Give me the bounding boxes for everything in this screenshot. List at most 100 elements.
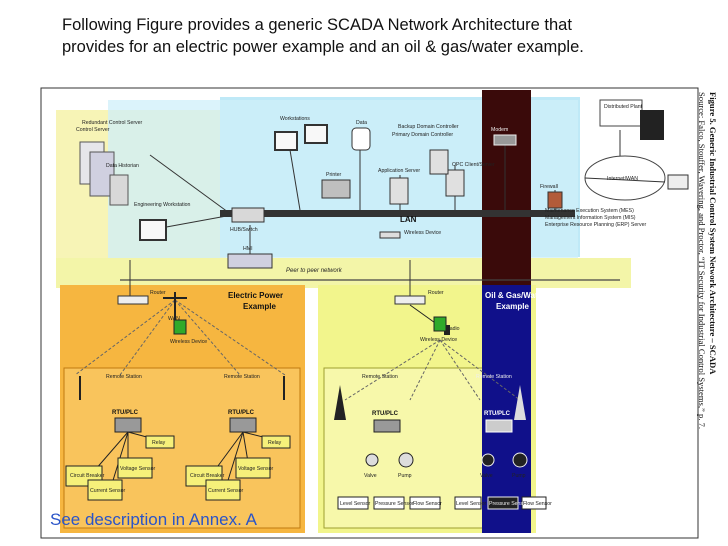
caption-source: Source: Falco, Stouffer, Wavering, and P…: [697, 92, 707, 430]
level-sensor-left-box: [337, 496, 369, 510]
label-distributed-plant: Distributed Plant: [604, 104, 643, 110]
distributed-plant-box: [599, 99, 643, 127]
label-legend-1: Maintenance Execution System (MES): [545, 208, 634, 214]
tower-right-icon: [514, 385, 526, 420]
tower-left-icon: [334, 385, 346, 420]
label-oil-gas-title-2: Example: [496, 302, 529, 311]
label-radio: Radio: [446, 326, 460, 332]
label-remote-station-3: Remote Station: [362, 374, 398, 380]
hmi-icon: [227, 253, 273, 269]
voltage-sensor-left-box: [117, 457, 153, 479]
label-opc-server: OPC Client/Server: [452, 162, 495, 168]
modem-column: [482, 90, 531, 290]
label-valve-2: Valve: [480, 473, 493, 479]
annex-link[interactable]: See description in Annex. A: [50, 510, 257, 529]
pressure-sensor-left-box: [373, 496, 405, 510]
router-right-icon: [394, 295, 426, 305]
label-rtu-plc-1: RTU/PLC: [112, 410, 139, 416]
wireless-device-icon: [379, 231, 401, 239]
printer-icon: [321, 179, 351, 199]
hub-switch-device: [231, 207, 265, 223]
heading-line-1: Following Figure provides a generic SCAD…: [62, 16, 572, 34]
label-voltage-sensor-2: Voltage Sensor: [238, 466, 273, 472]
label-pump-2: Pump: [512, 473, 526, 479]
label-app-server: Application Server: [378, 168, 420, 174]
label-remote-station-2: Remote Station: [224, 374, 260, 380]
router-left-icon: [117, 295, 149, 305]
label-rtu-plc-3: RTU/PLC: [372, 411, 399, 417]
valve-right-icon: [481, 453, 495, 467]
pump-right-icon: [512, 452, 528, 468]
label-modem: Modem: [491, 127, 508, 133]
remote-laptop-icon: [667, 174, 689, 190]
label-pump-1: Pump: [398, 473, 412, 479]
label-electric-title-2: Example: [243, 302, 276, 311]
pressure-sensor-right-box: [487, 496, 519, 510]
rtu-plc-right2-icon: [485, 419, 513, 433]
label-workstations: Workstations: [280, 116, 310, 122]
label-current-sensor-2: Current Sensor: [208, 488, 243, 494]
label-relay-2: Relay: [268, 440, 282, 446]
label-rtu-plc-2: RTU/PLC: [228, 410, 255, 416]
data-historian-icon: [109, 174, 129, 206]
label-flow-sensor-1: Flow Sensor: [413, 501, 442, 507]
label-router-right: Router: [428, 290, 444, 296]
label-legend-3: Enterprise Resource Planning (ERP) Serve…: [545, 222, 646, 228]
slide-heading: Following Figure provides a generic SCAD…: [62, 14, 682, 58]
label-router-left: Router: [150, 290, 166, 296]
label-electric-title-1: Electric Power: [228, 291, 283, 300]
engineering-workstation-icon: [139, 219, 167, 241]
label-pressure-sensor-1: Pressure Sensor: [375, 501, 414, 507]
label-control-server: Control Server: [76, 127, 110, 133]
label-data-historian: Data Historian: [106, 163, 139, 169]
label-level-sensor-1: Level Sensor: [340, 501, 371, 507]
current-sensor-left-box: [87, 479, 123, 501]
label-oil-gas-title-1: Oil & Gas/Water: [485, 291, 545, 300]
label-current-sensor-1: Current Sensor: [90, 488, 125, 494]
remote-access-icon: [640, 110, 664, 140]
workstation-2-icon: [304, 124, 328, 144]
label-primary-dc: Primary Domain Controller: [392, 132, 453, 138]
label-engineering-workstation: Engineering Workstation: [134, 202, 191, 208]
flow-sensor-left-box: [409, 496, 441, 510]
label-lan: LAN: [400, 215, 417, 224]
label-level-sensor-2: Level Sensor: [456, 501, 487, 507]
valve-left-icon: [365, 453, 379, 467]
label-wireless-device: Wireless Device: [404, 230, 441, 236]
radio-icon: [444, 325, 450, 335]
label-remote-station-4: Remote Station: [476, 374, 512, 380]
caption-figure-title: Figure 5. Generic Industrial Control Sys…: [708, 92, 718, 375]
label-pressure-sensor-2: Pressure Sensor: [489, 501, 528, 507]
heading-line-2: provides for an electric power example a…: [62, 38, 584, 56]
firewall-icon: [547, 191, 563, 209]
label-data: Data: [356, 120, 367, 126]
relay-right-box: [261, 435, 291, 449]
label-valve-1: Valve: [364, 473, 377, 479]
level-sensor-right-box: [454, 496, 482, 510]
relay-left-box: [145, 435, 175, 449]
pump-left-icon: [398, 452, 414, 468]
modem-icon: [493, 134, 517, 146]
wireless-device-left-icon: [173, 319, 187, 335]
label-voltage-sensor-1: Voltage Sensor: [120, 466, 155, 472]
peer-to-peer-zone: [56, 258, 631, 288]
rtu-plc-left-icon: [114, 417, 142, 433]
data-store-icon: [351, 127, 371, 151]
label-redundant-server: Redundant Control Server: [82, 120, 143, 126]
label-wan: WAN: [168, 316, 180, 322]
label-legend-2: Management Information System (MIS): [545, 215, 636, 221]
voltage-sensor-right-box: [235, 457, 271, 479]
label-wireless-device-left: Wireless Device: [170, 339, 207, 345]
label-flow-sensor-2: Flow Sensor: [523, 501, 552, 507]
label-rtu-plc-4: RTU/PLC: [484, 411, 511, 417]
current-sensor-right-box: [205, 479, 241, 501]
lan-bus: [220, 210, 575, 217]
label-circuit-breaker-2: Circuit Breaker: [190, 473, 225, 479]
domain-controller-icon: [429, 149, 449, 175]
flow-sensor-right-box: [521, 496, 547, 510]
opc-server-icon: [445, 169, 465, 197]
label-hmi: HMI: [243, 246, 253, 252]
rtu-plc-right-icon: [373, 419, 401, 433]
rtu-plc-left2-icon: [229, 417, 257, 433]
